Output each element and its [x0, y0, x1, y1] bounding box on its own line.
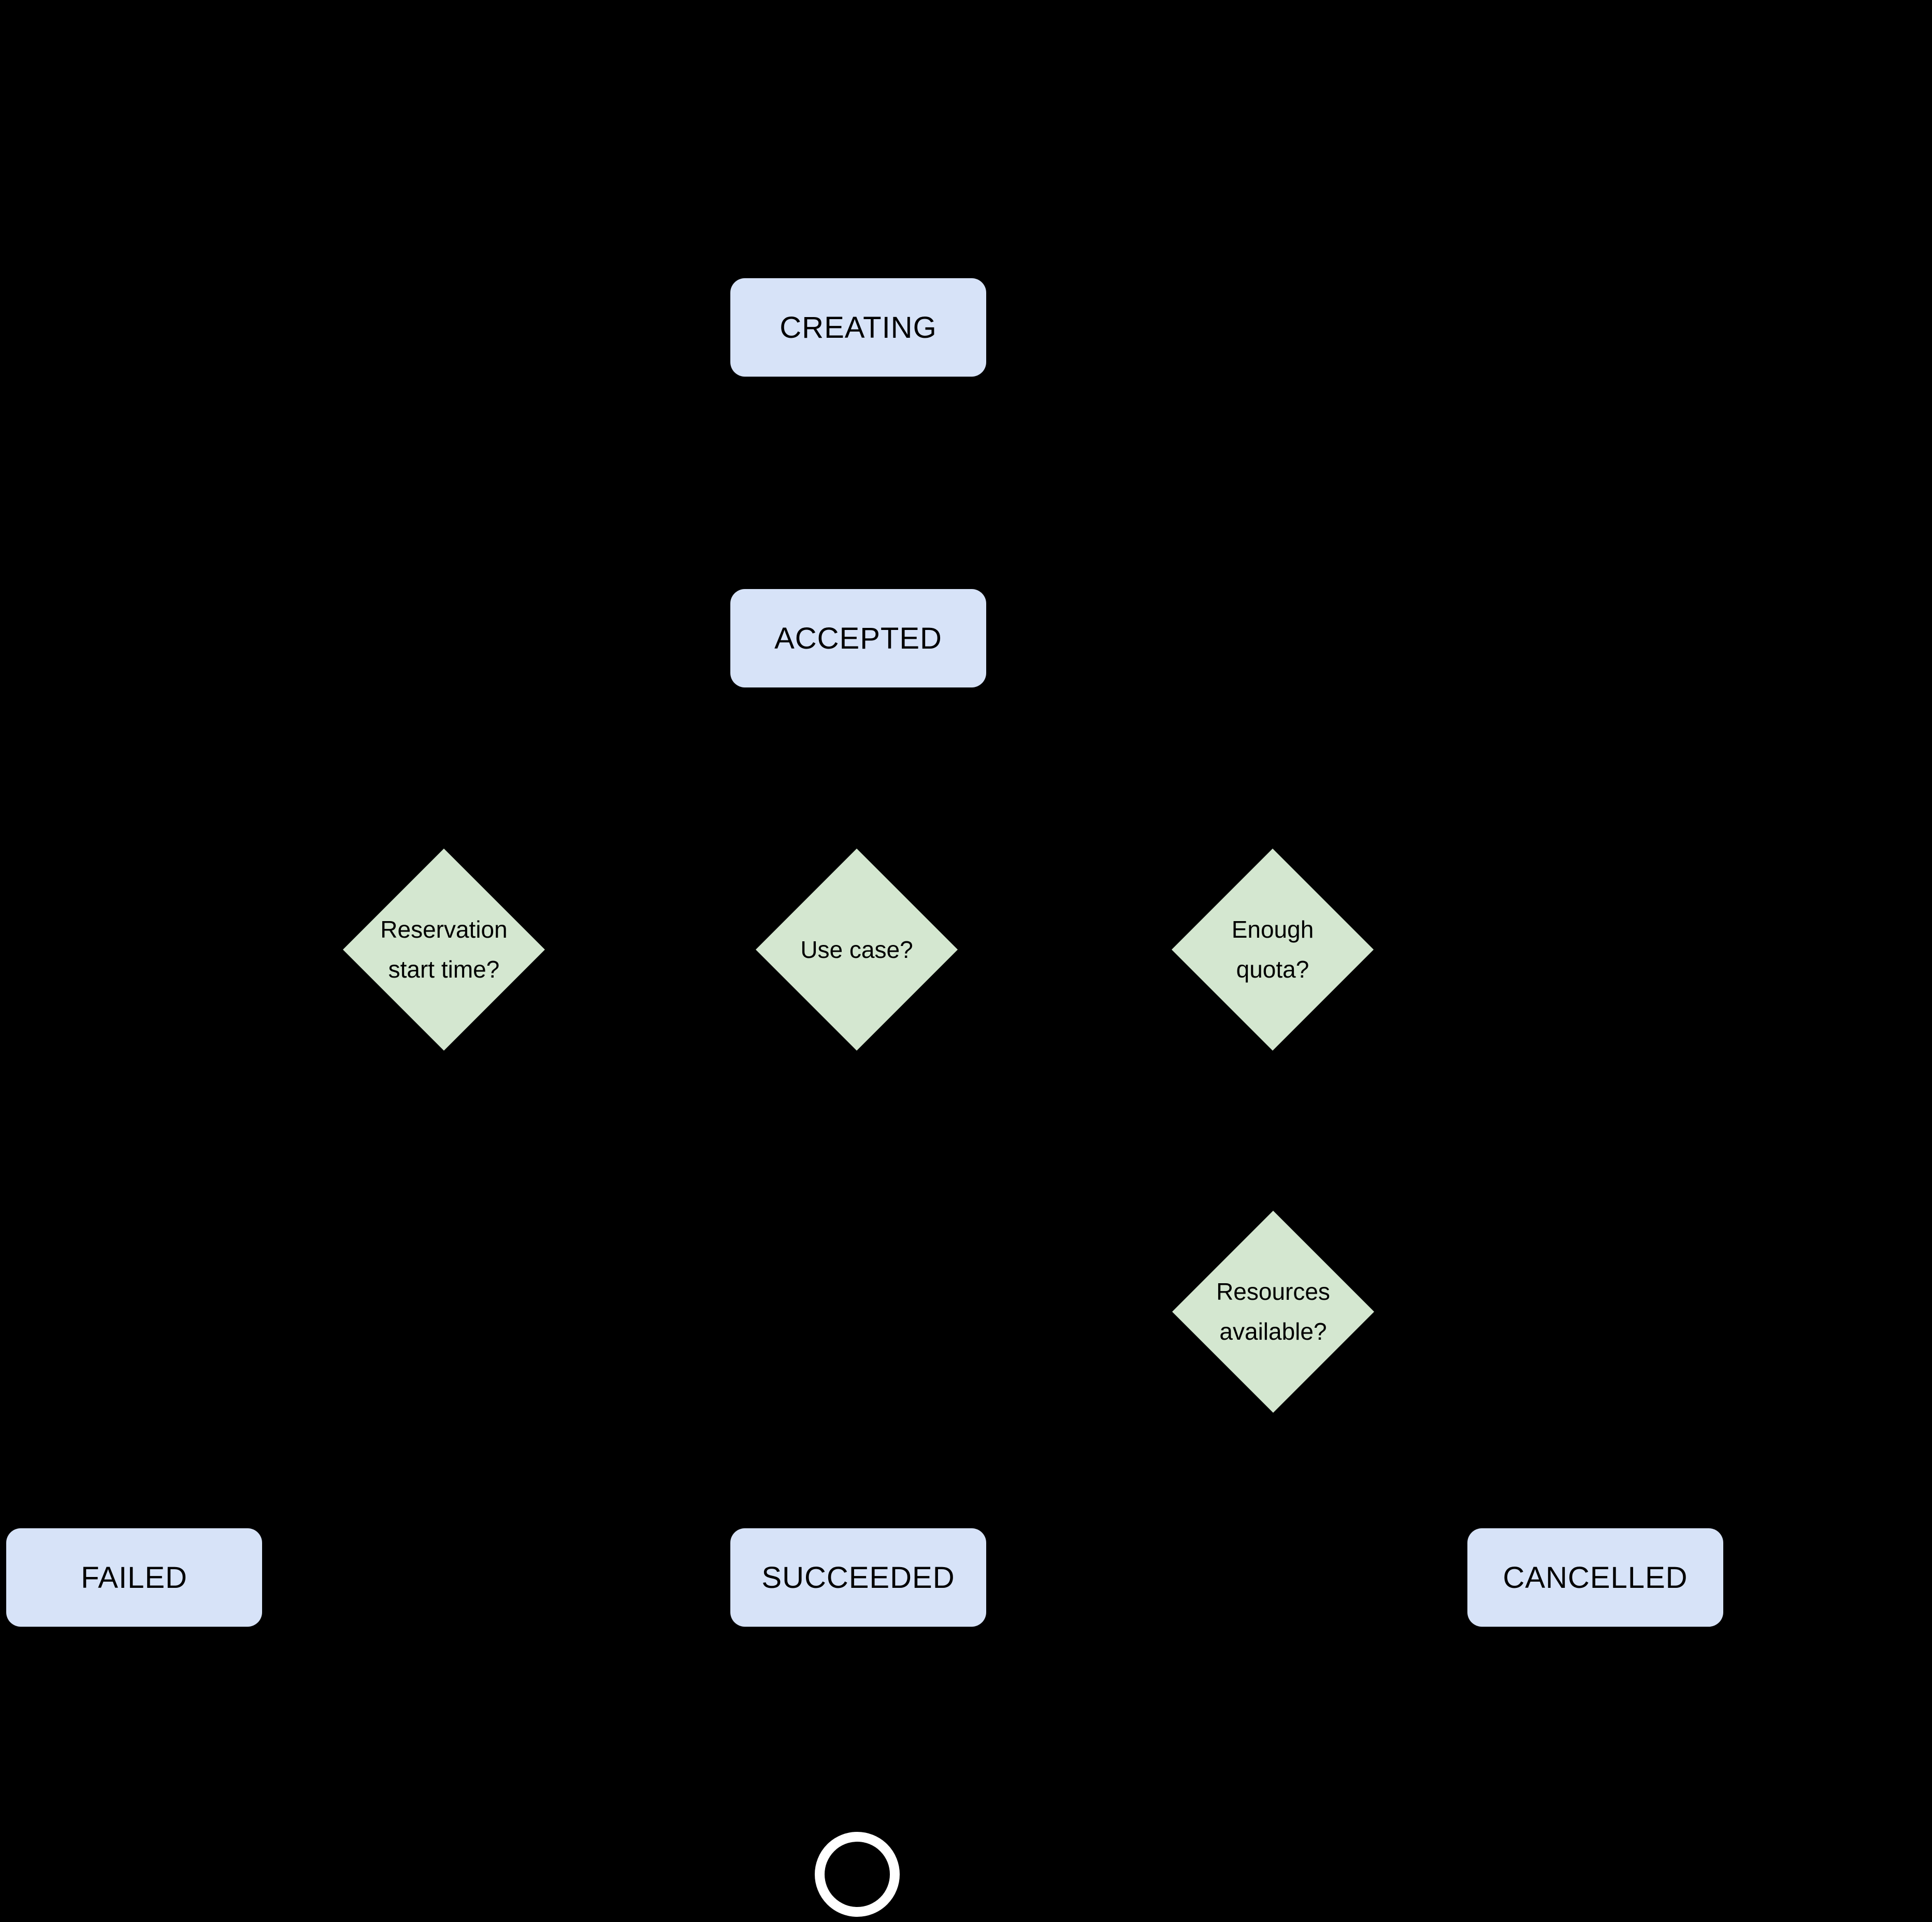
decision-reservation-start-time: Reservation start time? — [343, 849, 545, 1051]
decision-label-line: Reservation — [380, 916, 508, 943]
decision-resources-available-label: Resources available? — [1216, 1272, 1330, 1352]
decision-label-line: Resources — [1216, 1278, 1330, 1305]
decision-resources-available: Resources available? — [1172, 1211, 1374, 1413]
state-cancelled-label: CANCELLED — [1503, 1560, 1688, 1595]
decision-label-line: start time? — [388, 956, 500, 983]
state-cancelled: CANCELLED — [1467, 1528, 1723, 1627]
state-creating: CREATING — [730, 278, 986, 377]
state-accepted: ACCEPTED — [730, 589, 986, 687]
decision-label-line: Use case? — [800, 936, 913, 963]
state-accepted-label: ACCEPTED — [774, 621, 942, 655]
decision-enough-quota: Enough quota? — [1172, 849, 1374, 1051]
state-succeeded: SUCCEEDED — [730, 1528, 986, 1627]
decision-enough-quota-label: Enough quota? — [1232, 910, 1314, 989]
decision-label-line: quota? — [1236, 956, 1309, 983]
decision-use-case: Use case? — [756, 849, 958, 1051]
state-failed: FAILED — [6, 1528, 262, 1627]
decision-use-case-label: Use case? — [800, 930, 913, 970]
end-state-icon — [815, 1832, 900, 1917]
decision-label-line: Enough — [1231, 916, 1314, 943]
state-succeeded-label: SUCCEEDED — [761, 1560, 955, 1595]
state-failed-label: FAILED — [81, 1560, 188, 1595]
state-creating-label: CREATING — [780, 310, 937, 345]
decision-label-line: available? — [1219, 1318, 1327, 1345]
decision-reservation-start-time-label: Reservation start time? — [380, 910, 507, 989]
